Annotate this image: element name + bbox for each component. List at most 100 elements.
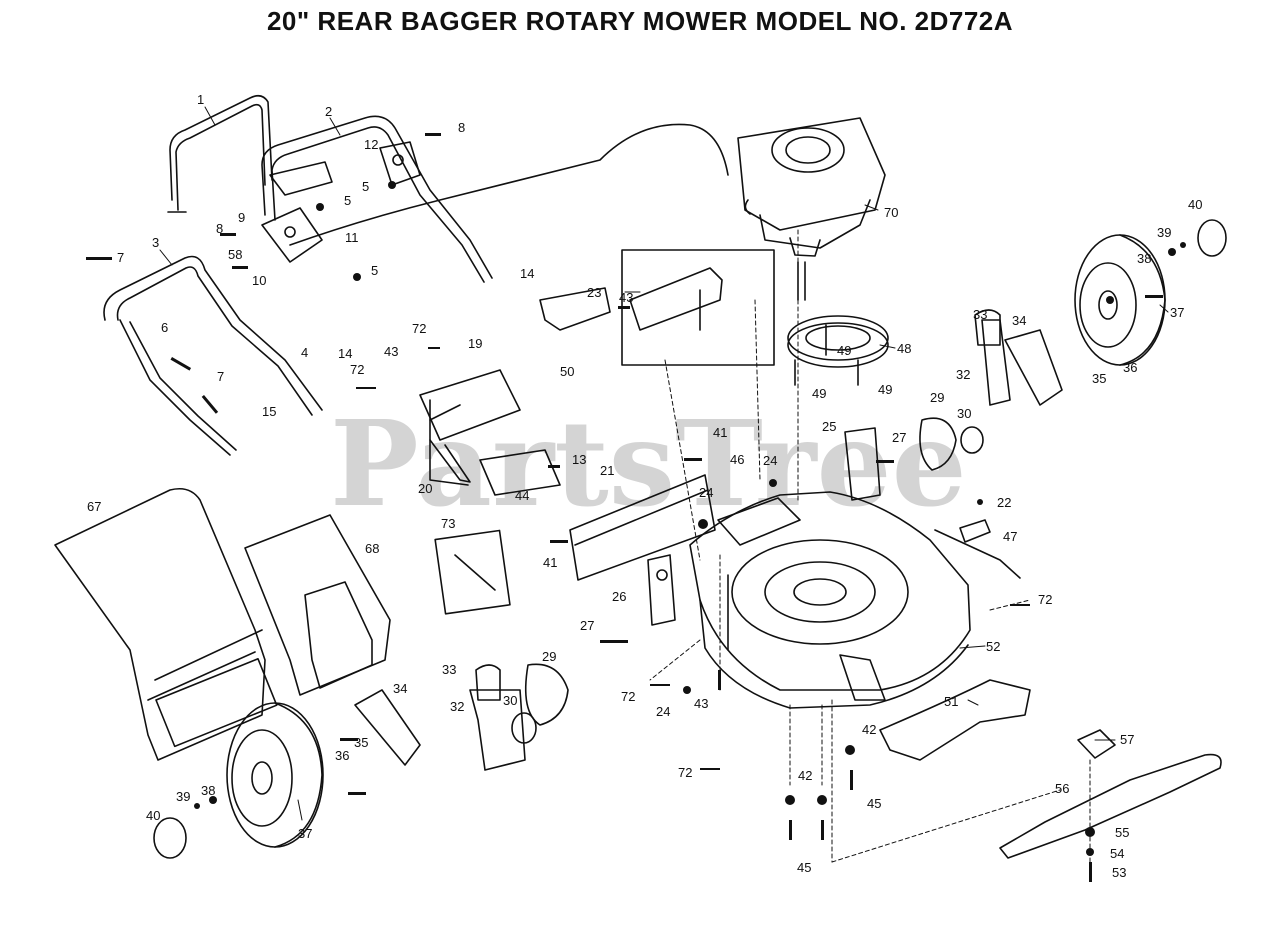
- callout-39a: 39: [1157, 225, 1171, 240]
- callout-43b: 43: [619, 290, 633, 305]
- callout-57: 57: [1120, 732, 1134, 747]
- callout-32b: 32: [450, 699, 464, 714]
- callout-36b: 36: [335, 748, 349, 763]
- callout-48: 48: [897, 341, 911, 356]
- callout-6: 6: [161, 320, 168, 335]
- part-grass-bag: [54, 487, 278, 761]
- callout-24a: 24: [763, 453, 777, 468]
- callout-54: 54: [1110, 846, 1124, 861]
- partstree-watermark: PartsTree: [330, 394, 967, 533]
- callout-49c: 49: [878, 382, 892, 397]
- callout-13: 13: [572, 452, 586, 467]
- callout-20: 20: [418, 481, 432, 496]
- part-bushing-front: [960, 426, 984, 454]
- callout-56: 56: [1055, 781, 1069, 796]
- part-mulch-plate: [434, 529, 511, 615]
- part-gear-plate-rear: [524, 663, 569, 726]
- callout-22: 22: [997, 495, 1011, 510]
- callout-27a: 27: [892, 430, 906, 445]
- callout-33b: 33: [442, 662, 456, 677]
- part-deflector: [934, 519, 1021, 579]
- callout-45b: 45: [797, 860, 811, 875]
- callout-2: 2: [325, 104, 332, 119]
- callout-36a: 36: [1123, 360, 1137, 375]
- part-bag-frame: [244, 514, 391, 696]
- callout-68: 68: [365, 541, 379, 556]
- callout-32a: 32: [956, 367, 970, 382]
- callout-41a: 41: [713, 425, 727, 440]
- part-axle-bracket-rear: [354, 689, 421, 766]
- throttle-cable: [289, 123, 729, 246]
- callout-21: 21: [600, 463, 614, 478]
- part-handle-brackets: [261, 141, 421, 263]
- part-mower-deck: [689, 491, 971, 709]
- callout-58: 58: [228, 247, 242, 262]
- callout-39b: 39: [176, 789, 190, 804]
- part-front-wheel: [1074, 234, 1166, 366]
- callout-38b: 38: [201, 783, 215, 798]
- callout-41b: 41: [543, 555, 557, 570]
- callout-34b: 34: [393, 681, 407, 696]
- callout-50: 50: [560, 364, 574, 379]
- callout-27b: 27: [580, 618, 594, 633]
- callout-72e: 72: [678, 765, 692, 780]
- callout-51: 51: [944, 694, 958, 709]
- callout-40a: 40: [1188, 197, 1202, 212]
- part-engine: [737, 117, 886, 301]
- callout-52: 52: [986, 639, 1000, 654]
- callout-73: 73: [441, 516, 455, 531]
- callout-5a: 5: [344, 193, 351, 208]
- callout-5c: 5: [371, 263, 378, 278]
- callout-33a: 33: [973, 307, 987, 322]
- callout-38a: 38: [1137, 251, 1151, 266]
- diagram-title: 20" REAR BAGGER ROTARY MOWER MODEL NO. 2…: [266, 6, 1014, 36]
- callout-42a: 42: [862, 722, 876, 737]
- callout-5b: 5: [362, 179, 369, 194]
- callout-23: 23: [587, 285, 601, 300]
- callout-55: 55: [1115, 825, 1129, 840]
- callout-42b: 42: [798, 768, 812, 783]
- part-hubcap-front: [1197, 219, 1227, 257]
- part-baffle: [879, 679, 1031, 761]
- callout-24c: 24: [656, 704, 670, 719]
- callout-10: 10: [252, 273, 266, 288]
- part-rear-skirt: [569, 474, 716, 581]
- callout-14a: 14: [520, 266, 534, 281]
- callout-11: 11: [345, 230, 359, 245]
- part-gear-plate-front: [919, 417, 957, 471]
- callout-49b: 49: [812, 386, 826, 401]
- part-lower-handle: [103, 255, 323, 456]
- callout-29a: 29: [930, 390, 944, 405]
- hardware-fasteners: [86, 133, 1186, 882]
- callout-72a: 72: [412, 321, 426, 336]
- part-rear-wheel: [226, 702, 324, 848]
- callout-43a: 43: [384, 344, 398, 359]
- callout-34a: 34: [1012, 313, 1026, 328]
- callout-40b: 40: [146, 808, 160, 823]
- callout-9: 9: [238, 210, 245, 225]
- part-pivot-bracket-rear: [647, 554, 676, 626]
- callout-37b: 37: [298, 826, 312, 841]
- callout-4: 4: [301, 345, 308, 360]
- callout-37a: 37: [1170, 305, 1184, 320]
- part-mid-handle: [261, 115, 493, 283]
- part-bushing-rear: [511, 712, 537, 744]
- part-hubcap-rear: [153, 817, 187, 859]
- callout-3: 3: [152, 235, 159, 250]
- part-height-adjuster-rear: [469, 664, 526, 771]
- callout-45a: 45: [867, 796, 881, 811]
- callout-8b: 8: [216, 221, 223, 236]
- callout-24b: 24: [699, 485, 713, 500]
- callout-leaders: [159, 106, 1169, 821]
- callout-46: 46: [730, 452, 744, 467]
- callout-53: 53: [1112, 865, 1126, 880]
- callout-26: 26: [612, 589, 626, 604]
- callout-8a: 8: [458, 120, 465, 135]
- callout-29b: 29: [542, 649, 556, 664]
- callout-67: 67: [87, 499, 101, 514]
- callout-70: 70: [884, 205, 898, 220]
- part-rear-door-bracket: [621, 249, 775, 366]
- callout-numbers: 1 2 3 4 5 5 5 6 7 7 8 8 9 10 11 12 13 14…: [87, 92, 1202, 880]
- part-blade-adapter: [1077, 729, 1116, 759]
